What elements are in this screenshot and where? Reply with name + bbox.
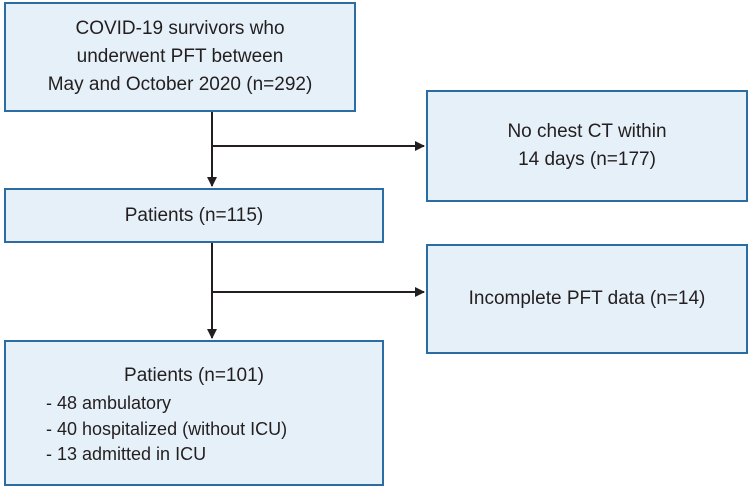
incomplete-pft-box: Incomplete PFT data (n=14) bbox=[426, 244, 748, 354]
patients-101-breakdown: - 48 ambulatory - 40 hospitalized (witho… bbox=[6, 391, 287, 468]
patients-115-label: Patients (n=115) bbox=[124, 204, 264, 226]
breakdown-item-hospitalized: - 40 hospitalized (without ICU) bbox=[46, 418, 288, 439]
patients-101-box: Patients (n=101) - 48 ambulatory - 40 ho… bbox=[4, 340, 384, 486]
incomplete-pft-label: Incomplete PFT data (n=14) bbox=[468, 288, 706, 309]
patients-115-box: Patients (n=115) bbox=[4, 188, 384, 243]
survivors-line-1: COVID-19 survivors who bbox=[75, 18, 285, 39]
no-chest-ct-line-1: No chest CT within bbox=[507, 121, 667, 142]
no-chest-ct-box: No chest CT within 14 days (n=177) bbox=[426, 90, 748, 202]
survivors-box: COVID-19 survivors who underwent PFT bet… bbox=[4, 2, 356, 112]
no-chest-ct-line-2: 14 days (n=177) bbox=[518, 149, 656, 170]
breakdown-item-icu: - 13 admitted in ICU bbox=[46, 444, 207, 464]
breakdown-item-ambulatory: - 48 ambulatory bbox=[46, 393, 172, 413]
patients-101-title: Patients (n=101) bbox=[124, 365, 264, 386]
survivors-line-3: May and October 2020 (n=292) bbox=[47, 74, 313, 95]
survivors-line-2: underwent PFT between bbox=[76, 46, 284, 67]
